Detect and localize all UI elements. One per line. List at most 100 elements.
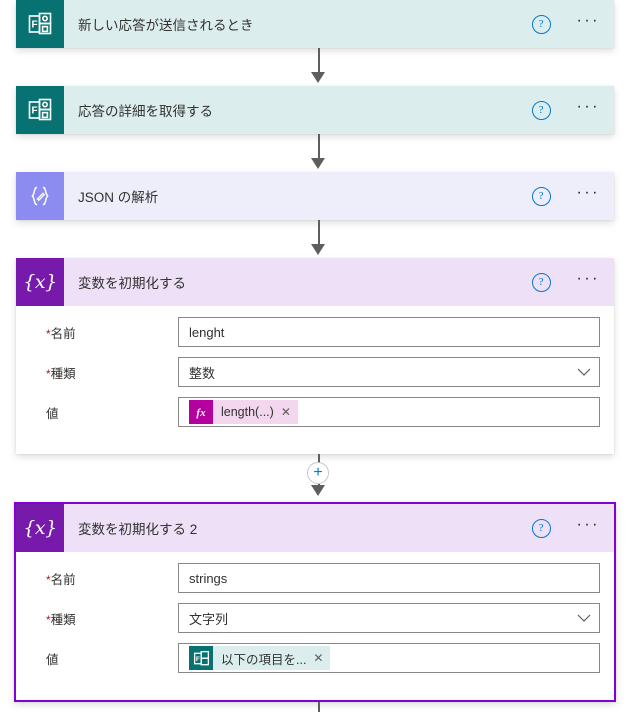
remove-token-icon[interactable]: ✕ [280,405,291,419]
svg-text:F: F [31,106,37,117]
help-icon[interactable]: ? [531,186,551,206]
field-label-type: *種類 [30,609,178,628]
field-label-text: 名前 [50,572,76,587]
required-asterisk: * [46,612,51,627]
flow-step-card-initialize-variable[interactable]: {x} 変数を初期化する ? ··· *名前 lenght *種類 整数 [16,258,614,454]
variable-name-input[interactable]: strings [178,563,600,593]
overflow-menu-icon[interactable]: ··· [576,184,600,201]
help-icon[interactable]: ? [531,518,551,538]
braces-x-glyph: {x} [23,271,57,293]
overflow-menu-icon[interactable]: ··· [576,12,600,29]
flow-connector [0,220,630,258]
variable-type-value: 整数 [189,365,216,381]
svg-text:F: F [31,20,37,31]
insert-step-button[interactable]: + [307,462,329,484]
field-label-text: 値 [46,406,59,421]
flow-step-card-get-response-details[interactable]: F 応答の詳細を取得する ? ··· [16,86,614,134]
variable-type-value: 文字列 [189,611,229,627]
card-title: 変数を初期化する [78,276,186,291]
connector-line [318,454,320,463]
field-row-value: 値 F 以下の項目を... [30,642,600,674]
required-asterisk: * [46,326,51,341]
field-row-name: *名前 strings [30,562,600,594]
variable-value-input[interactable]: fx length(...) ✕ [178,397,600,427]
field-control-name: strings [178,563,600,593]
required-asterisk: * [46,366,51,381]
dynamic-content-token-text: 以下の項目を... [221,652,307,667]
card-header-actions: ? ··· [531,184,614,206]
field-control-value: fx length(...) ✕ [178,397,600,427]
fx-expression-icon: fx [189,400,213,424]
help-icon[interactable]: ? [531,100,551,120]
overflow-menu-icon[interactable]: ··· [576,516,600,533]
overflow-menu-icon[interactable]: ··· [576,98,600,115]
card-header-actions: ? ··· [531,516,614,538]
card-header[interactable]: F 新しい応答が送信されるとき ? ··· [16,0,614,48]
variable-braces-x-icon: {x} [16,258,64,306]
field-label-text: 値 [46,652,59,667]
field-control-name: lenght [178,317,600,347]
variable-type-dropdown[interactable]: 文字列 [178,603,600,633]
microsoft-forms-icon: F [16,0,64,48]
flow-connector-tail [0,702,630,712]
required-asterisk: * [46,572,51,587]
card-body: *名前 strings *種類 文字列 値 [16,552,614,700]
expression-token[interactable]: fx length(...) ✕ [189,400,298,424]
flow-step-card-initialize-variable-2[interactable]: {x} 変数を初期化する 2 ? ··· *名前 strings *種類 文字列 [14,502,616,702]
card-header-actions: ? ··· [531,270,614,292]
field-label-text: 種類 [50,612,76,627]
microsoft-forms-icon: F [16,86,64,134]
dynamic-content-token[interactable]: F 以下の項目を... ✕ [189,646,331,670]
variable-braces-x-icon: {x} [16,504,64,552]
card-header[interactable]: F 応答の詳細を取得する ? ··· [16,86,614,134]
field-label-type: *種類 [30,363,178,382]
flow-step-card-parse-json[interactable]: JSON の解析 ? ··· [16,172,614,220]
card-title: 変数を初期化する 2 [78,522,198,537]
variable-type-dropdown[interactable]: 整数 [178,357,600,387]
field-control-type: 整数 [178,357,600,387]
remove-token-icon[interactable]: ✕ [313,651,324,665]
svg-text:fx: fx [196,407,206,419]
help-icon[interactable]: ? [531,272,551,292]
microsoft-forms-icon: F [189,646,213,670]
help-icon[interactable]: ? [531,14,551,34]
connector-arrow-icon [311,72,325,83]
card-body: *名前 lenght *種類 整数 値 [16,306,614,454]
braces-x-glyph: {x} [23,517,57,539]
field-row-type: *種類 文字列 [30,602,600,634]
card-header-actions: ? ··· [531,98,614,120]
field-row-type: *種類 整数 [30,356,600,388]
connector-line [318,134,320,162]
parse-json-icon [16,172,64,220]
connector-line [318,702,320,712]
connector-line [318,48,320,76]
variable-name-input[interactable]: lenght [178,317,600,347]
connector-arrow-icon [311,158,325,169]
field-label-value: 値 [30,649,178,668]
card-header[interactable]: {x} 変数を初期化する ? ··· [16,258,614,306]
field-control-value: F 以下の項目を... ✕ [178,643,600,673]
expression-token-text: length(...) [221,405,274,419]
card-header[interactable]: {x} 変数を初期化する 2 ? ··· [16,504,614,552]
card-header[interactable]: JSON の解析 ? ··· [16,172,614,220]
connector-line [318,220,320,248]
flow-connector [0,48,630,86]
field-row-value: 値 fx length(...) ✕ [30,396,600,428]
field-row-name: *名前 lenght [30,316,600,348]
overflow-menu-icon[interactable]: ··· [576,270,600,287]
connector-arrow-icon [311,485,325,496]
field-label-name: *名前 [30,323,178,342]
field-label-text: 名前 [50,326,76,341]
svg-text:F: F [195,655,199,662]
flow-connector [0,134,630,172]
card-header-actions: ? ··· [531,12,614,34]
card-title: 新しい応答が送信されるとき [78,18,254,33]
field-control-type: 文字列 [178,603,600,633]
connector-arrow-icon [311,244,325,255]
field-label-value: 値 [30,403,178,422]
flow-step-card-trigger[interactable]: F 新しい応答が送信されるとき ? ··· [16,0,614,48]
card-title: 応答の詳細を取得する [78,104,213,119]
variable-value-input[interactable]: F 以下の項目を... ✕ [178,643,600,673]
flow-connector-with-insert: + [0,454,630,502]
